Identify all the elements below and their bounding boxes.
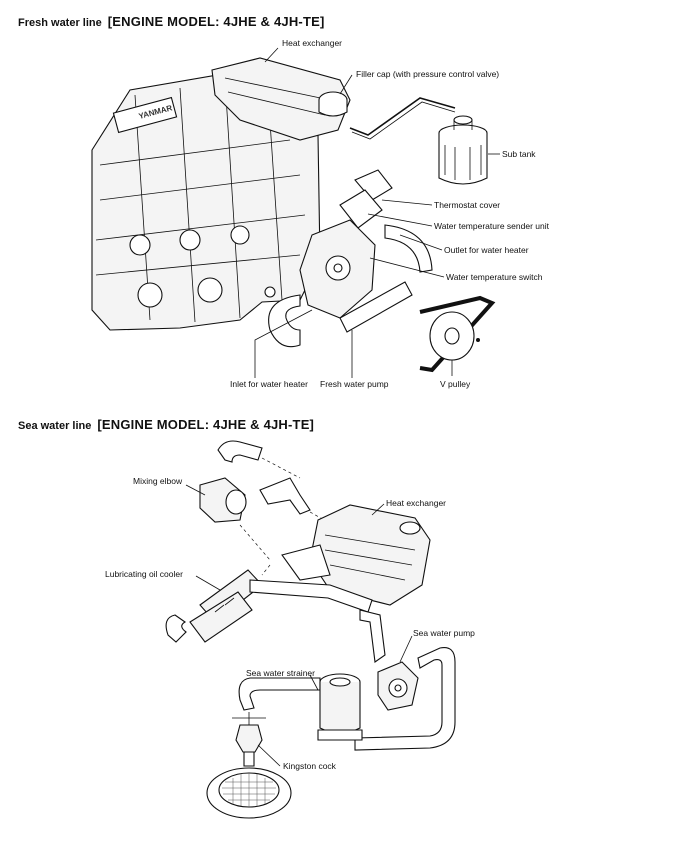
exhaust-pipe: [217, 440, 311, 515]
sea-water-model: [ENGINE MODEL: 4JHE & 4JH-TE]: [97, 417, 315, 432]
label-mixing-elbow: Mixing elbow: [133, 476, 183, 486]
label-oil-cooler: Lubricating oil cooler: [105, 569, 183, 579]
filler-cap: [318, 91, 348, 117]
label-heat-exchanger: Heat exchanger: [282, 38, 342, 48]
sea-heat-exchanger: [309, 504, 431, 606]
kingston-cock: [232, 712, 266, 767]
manifold: [281, 544, 331, 581]
cooler-elbow: [165, 614, 187, 643]
sea-inlet-screen: [206, 767, 292, 819]
label-inlet-heater: Inlet for water heater: [230, 379, 308, 389]
sea-water-diagram: Mixing elbow Heat exchanger Lubricating …: [105, 440, 475, 819]
label-sea-pump: Sea water pump: [413, 628, 475, 638]
strainer-hose: [238, 677, 321, 711]
v-pulley: [429, 311, 480, 361]
label-outlet-heater: Outlet for water heater: [444, 245, 529, 255]
sea-water-section: Sea water line [ENGINE MODEL: 4JHE & 4JH-…: [0, 400, 674, 842]
sea-water-pump: [377, 661, 419, 711]
label-temp-sender: Water temperature sender unit: [434, 221, 550, 231]
label-thermostat-cover: Thermostat cover: [434, 200, 500, 210]
fresh-water-heading: Fresh water line [ENGINE MODEL: 4JHE & 4J…: [18, 13, 324, 31]
fresh-pipe: [339, 281, 413, 333]
sea-water-heading: Sea water line [ENGINE MODEL: 4JHE & 4JH-…: [18, 416, 314, 434]
label-v-pulley: V pulley: [440, 379, 471, 389]
fresh-water-model: [ENGINE MODEL: 4JHE & 4JH-TE]: [107, 14, 325, 29]
heat-exchanger: [211, 57, 351, 141]
label-kingston: Kingston cock: [283, 761, 337, 771]
label-filler-cap: Filler cap (with pressure control valve): [356, 69, 499, 79]
label-strainer: Sea water strainer: [246, 668, 315, 678]
fresh-water-pump: [299, 219, 376, 319]
sea-water-title: Sea water line: [18, 420, 92, 432]
v-belt: [419, 295, 496, 373]
fresh-water-title: Fresh water line: [18, 17, 102, 29]
inlet-hose: [268, 294, 301, 348]
label-fresh-pump: Fresh water pump: [320, 379, 389, 389]
sea-water-strainer: [317, 673, 363, 741]
label-sub-tank: Sub tank: [502, 149, 536, 159]
outlet-hose: [384, 224, 433, 273]
label-sea-heat-exchanger: Heat exchanger: [386, 498, 446, 508]
sub-tank-hose: [349, 97, 456, 136]
fresh-water-section: Fresh water line [ENGINE MODEL: 4JHE & 4J…: [0, 0, 674, 400]
fresh-water-diagram: YANMAR: [91, 38, 550, 389]
mixing-elbow: [199, 477, 247, 523]
label-temp-switch: Water temperature switch: [446, 272, 543, 282]
thermostat-cover: [339, 169, 393, 229]
pump-pipe: [359, 609, 386, 663]
sub-tank: [438, 115, 488, 185]
